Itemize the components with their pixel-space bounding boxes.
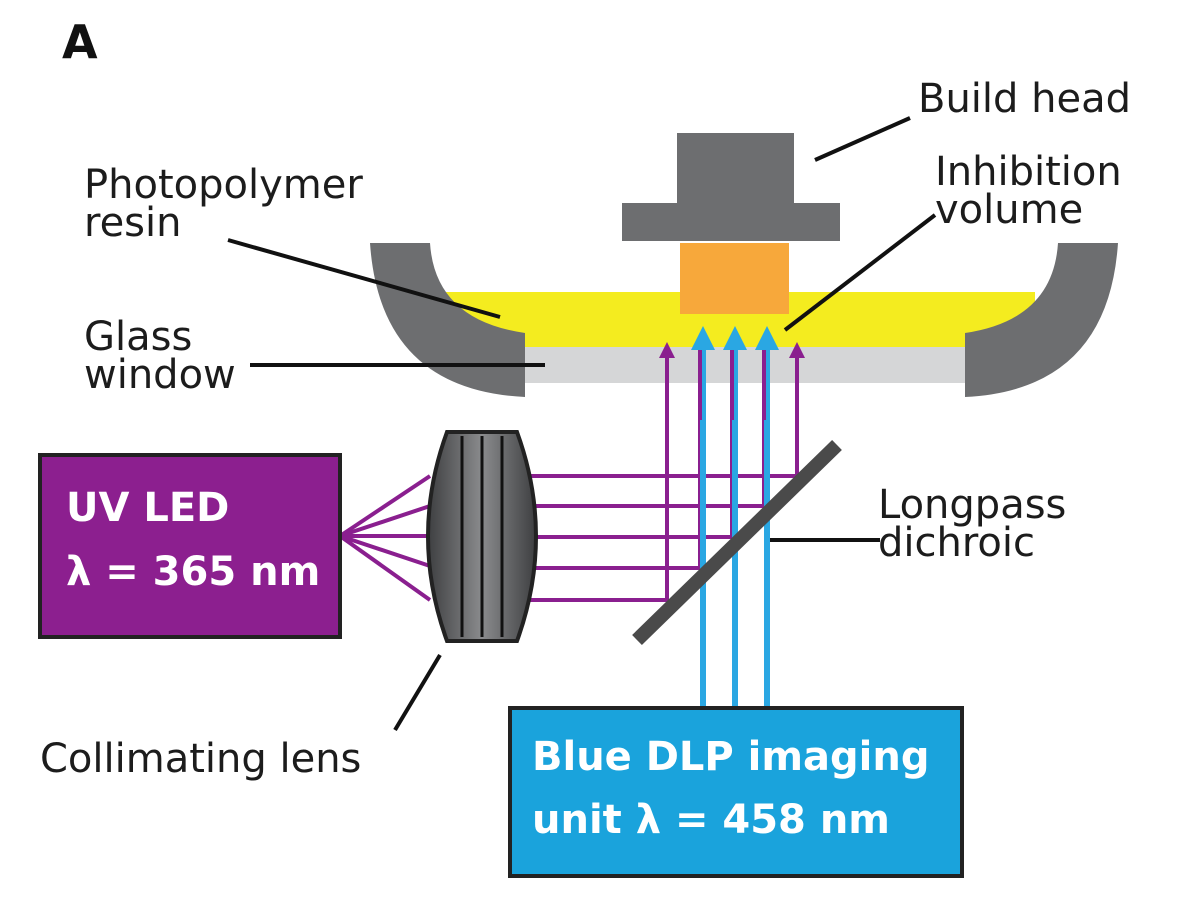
build-head-plate — [622, 203, 840, 241]
blue-ray-overlay — [700, 420, 770, 640]
inhibition-volume — [680, 243, 789, 314]
vat-right-wall — [965, 243, 1118, 397]
leader-build-head — [814, 116, 911, 162]
vat-left-wall — [370, 243, 525, 397]
label-inhibition-line1: Inhibition — [935, 149, 1122, 195]
blue-dlp-line1: Blue DLP imaging — [532, 734, 930, 780]
blue-dlp-line2: unit λ = 458 nm — [532, 797, 890, 843]
uv-ray-1 — [525, 342, 675, 602]
uv-fan-ray-4 — [339, 534, 431, 568]
label-inhibition-line2: volume — [935, 187, 1083, 233]
label-build-head: Build head — [918, 76, 1131, 122]
collimating-lens — [426, 430, 538, 643]
build-head-top — [677, 133, 794, 203]
label-resin-line1: Photopolymer — [84, 162, 363, 208]
label-resin-line2: resin — [84, 200, 181, 246]
uv-fan-rays — [338, 474, 432, 602]
glass-window — [525, 347, 965, 383]
uv-fan-ray-2 — [339, 504, 431, 538]
label-collimating-lens: Collimating lens — [40, 736, 361, 782]
uv-led-box: UV LED λ = 365 nm — [38, 453, 342, 639]
uv-collimated-rays — [525, 342, 805, 602]
panel-letter: A — [62, 15, 98, 69]
leader-resin — [227, 238, 501, 319]
uv-led-line2: λ = 365 nm — [66, 549, 320, 595]
label-glass-line1: Glass — [84, 314, 192, 360]
uv-fan-ray-5 — [338, 534, 432, 602]
leader-inhibition — [783, 213, 937, 332]
label-glass-line2: window — [84, 352, 236, 398]
leader-lens — [393, 653, 442, 732]
label-longpass-line2: dichroic — [878, 520, 1035, 566]
blue-dlp-box: Blue DLP imaging unit λ = 458 nm — [508, 706, 964, 878]
longpass-dichroic-mirror — [632, 439, 842, 646]
label-longpass-line1: Longpass — [878, 482, 1066, 528]
uv-fan-ray-1 — [338, 474, 432, 538]
uv-led-line1: UV LED — [66, 485, 229, 531]
